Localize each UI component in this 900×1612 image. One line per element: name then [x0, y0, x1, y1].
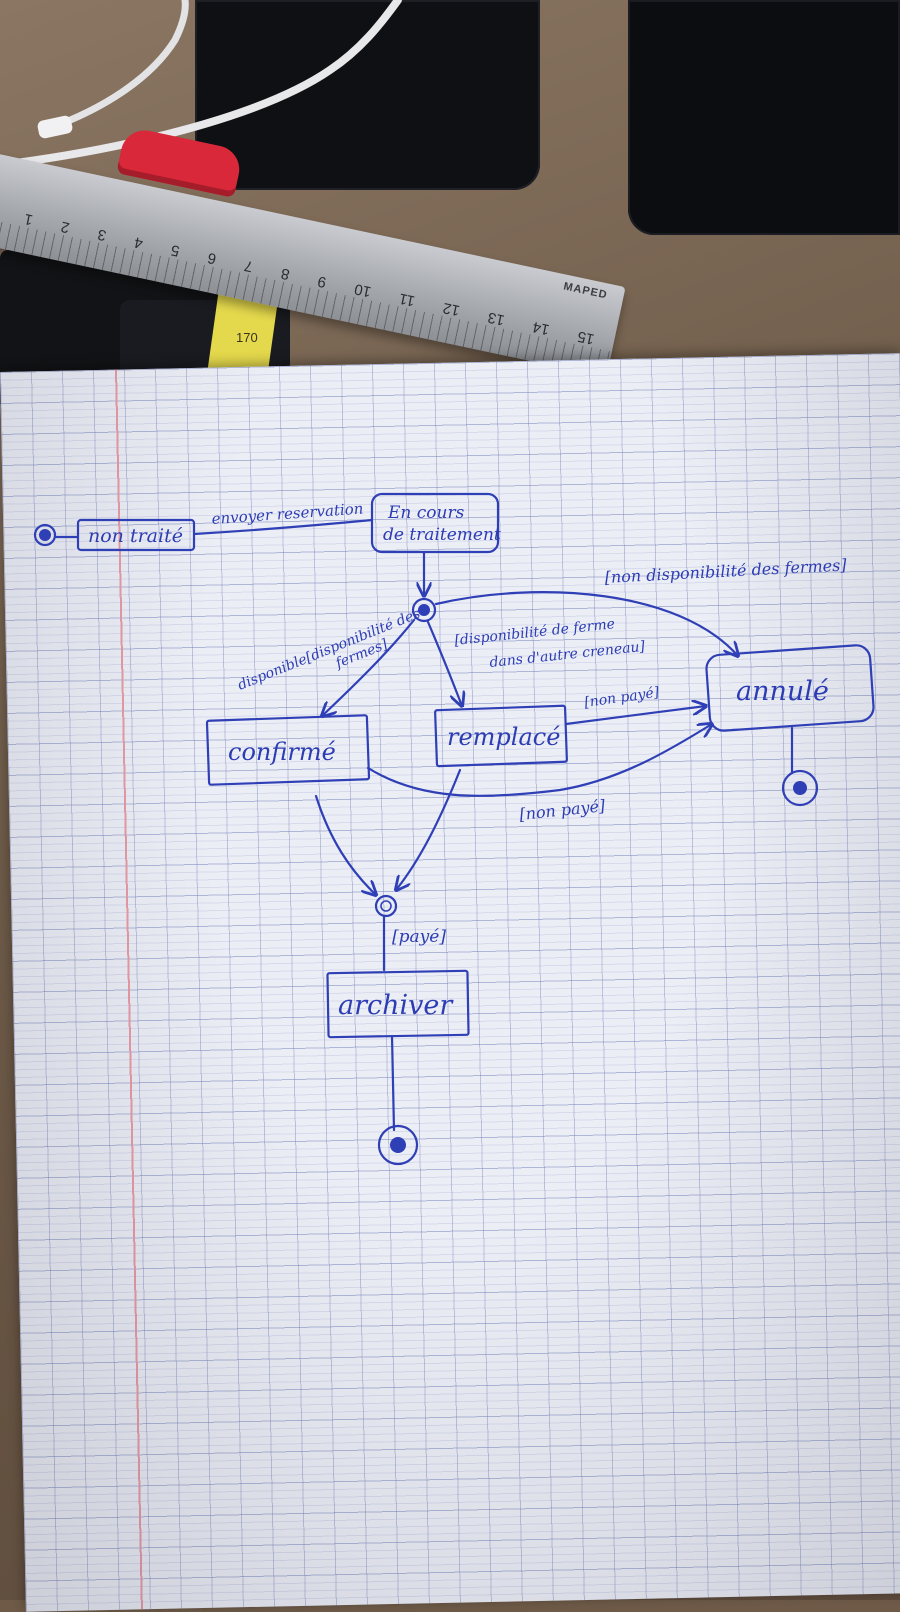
merge-node — [374, 894, 398, 918]
card-label: 170 — [236, 330, 258, 345]
final-state-archiver — [377, 1124, 419, 1166]
transition-remplace-merge — [396, 768, 462, 890]
state-annule-box — [705, 644, 875, 732]
initial-state-dot — [33, 523, 57, 547]
state-confirme-box — [205, 714, 371, 786]
final-state-annule — [781, 769, 819, 807]
state-archiver-box — [326, 969, 470, 1039]
label-non-disponibilite: [non disponibilité des fermes] — [604, 555, 848, 587]
black-laptop-right — [628, 0, 900, 235]
transition-confirme-merge — [314, 794, 376, 895]
state-remplace-box — [434, 704, 568, 768]
state-annule-label: annulé — [736, 676, 829, 707]
label-non-paye-1: [non payé] — [583, 685, 660, 711]
label-paye: [payé] — [392, 927, 446, 947]
transition-non-disponibilite — [434, 591, 738, 656]
state-archiver-label: archiver — [338, 990, 454, 1021]
state-en-cours-box — [370, 492, 500, 554]
state-confirme-label: confirmé — [228, 738, 336, 766]
label-dispo-autre-line2: dans d'autre creneau] — [489, 639, 646, 671]
transition-envoyer — [192, 518, 374, 536]
transition-dispo-autre — [426, 620, 462, 706]
transition-confirme-annule — [366, 724, 712, 797]
label-disponible-line1: disponible[disponibilité des — [236, 606, 423, 694]
transition-archiver-final — [390, 1034, 396, 1132]
state-en-cours-line1: En cours — [387, 503, 465, 523]
state-non-traite-label: non traité — [88, 525, 183, 547]
transition-remplace-annule — [564, 706, 706, 726]
state-remplace-label: remplacé — [447, 723, 560, 751]
state-en-cours-line2: de traitement — [383, 525, 501, 545]
transition-disponible — [322, 618, 416, 716]
decision-node — [411, 597, 437, 623]
label-non-paye-2: [non payé] — [518, 796, 606, 824]
